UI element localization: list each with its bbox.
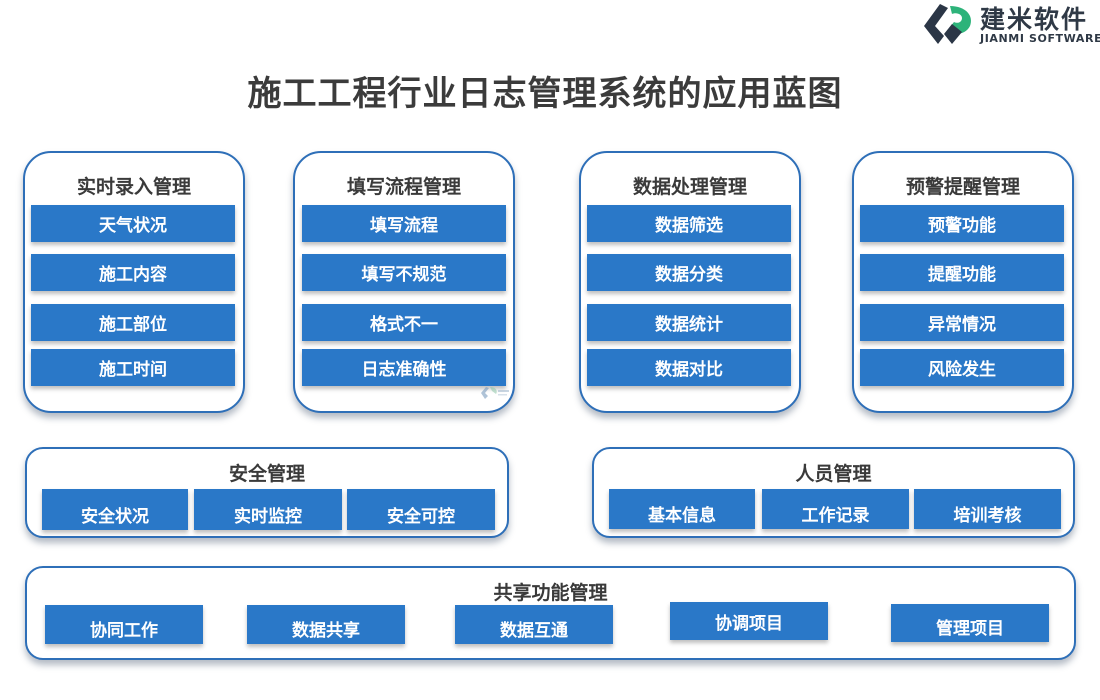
module-safety: 安全管理 安全状况 实时监控 安全可控 [25, 447, 509, 538]
feature-button[interactable]: 数据统计 [587, 304, 791, 341]
feature-button[interactable]: 日志准确性 [302, 349, 506, 386]
feature-button[interactable]: 基本信息 [609, 489, 755, 529]
feature-button[interactable]: 数据互通 [455, 605, 613, 644]
module-title: 预警提醒管理 [905, 176, 1020, 198]
module-sharing: 共享功能管理 协同工作 数据共享 数据互通 协调项目 管理项目 [25, 566, 1076, 660]
feature-button[interactable]: 提醒功能 [860, 254, 1064, 291]
feature-button[interactable]: 预警功能 [860, 205, 1064, 242]
module-title: 共享功能管理 [493, 582, 608, 604]
feature-button[interactable]: 填写流程 [302, 205, 506, 242]
module-title: 人员管理 [795, 463, 872, 485]
feature-button[interactable]: 施工部位 [31, 304, 235, 341]
feature-button[interactable]: 格式不一 [302, 304, 506, 341]
feature-button[interactable]: 管理项目 [891, 604, 1049, 642]
module-fill-process: 填写流程管理 填写流程 填写不规范 格式不一 日志准确性 [293, 151, 515, 413]
brand-logo: 建米软件 JIANMI SOFTWARE [922, 2, 1100, 46]
module-data-processing: 数据处理管理 数据筛选 数据分类 数据统计 数据对比 [579, 151, 801, 413]
module-title: 填写流程管理 [346, 176, 461, 198]
feature-button[interactable]: 施工内容 [31, 254, 235, 291]
feature-button[interactable]: 数据分类 [587, 254, 791, 291]
module-personnel: 人员管理 基本信息 工作记录 培训考核 [592, 447, 1075, 538]
feature-button[interactable]: 天气状况 [31, 205, 235, 242]
jianmi-logo-icon [924, 4, 972, 44]
feature-button[interactable]: 数据筛选 [587, 205, 791, 242]
brand-name-cn: 建米软件 [980, 5, 1089, 34]
feature-button[interactable]: 培训考核 [914, 489, 1061, 529]
feature-button[interactable]: 工作记录 [762, 489, 909, 529]
feature-button[interactable]: 数据对比 [587, 349, 791, 386]
watermark-logo-icon [481, 387, 509, 399]
module-alert-reminder: 预警提醒管理 预警功能 提醒功能 异常情况 风险发生 [852, 151, 1074, 413]
feature-button[interactable]: 异常情况 [860, 304, 1064, 341]
module-title: 数据处理管理 [632, 176, 747, 198]
feature-button[interactable]: 填写不规范 [302, 254, 506, 291]
feature-button[interactable]: 安全状况 [42, 489, 188, 530]
feature-button[interactable]: 实时监控 [194, 489, 342, 530]
page-title: 施工工程行业日志管理系统的应用蓝图 [247, 74, 843, 114]
module-title: 实时录入管理 [76, 176, 191, 198]
feature-button[interactable]: 数据共享 [247, 605, 405, 644]
feature-button[interactable]: 安全可控 [347, 489, 495, 530]
brand-name-en: JIANMI SOFTWARE [980, 32, 1100, 45]
feature-button[interactable]: 协同工作 [45, 605, 203, 644]
module-title: 安全管理 [228, 463, 305, 485]
feature-button[interactable]: 施工时间 [31, 349, 235, 386]
feature-button[interactable]: 风险发生 [860, 349, 1064, 386]
feature-button[interactable]: 协调项目 [670, 602, 828, 640]
module-realtime-entry: 实时录入管理 天气状况 施工内容 施工部位 施工时间 [23, 151, 245, 413]
